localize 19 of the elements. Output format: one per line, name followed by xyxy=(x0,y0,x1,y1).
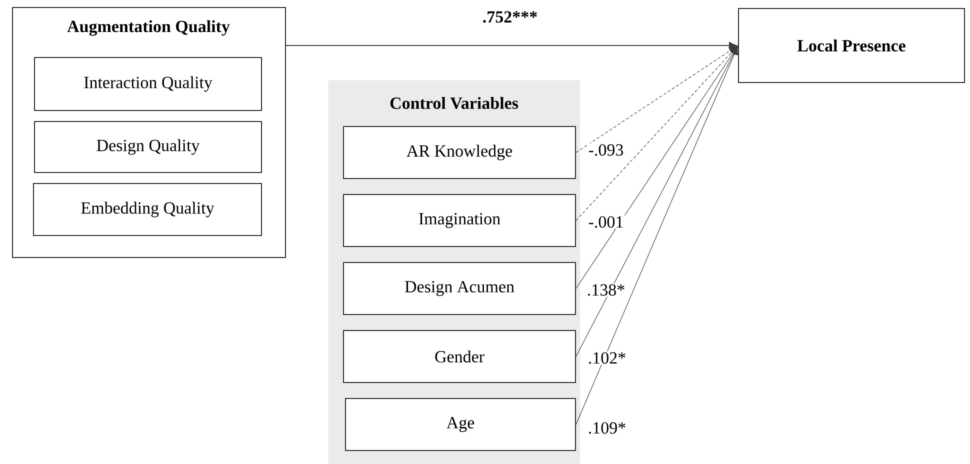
variable-box: Interaction Quality xyxy=(34,57,262,111)
variable-box: Imagination xyxy=(343,194,576,247)
variable-box: Gender xyxy=(343,330,576,383)
group-title: Augmentation Quality xyxy=(67,20,230,36)
group-title: Control Variables xyxy=(390,96,518,110)
variable-box: Design Acumen xyxy=(343,262,576,315)
variable-box: Design Quality xyxy=(34,121,262,173)
edge-label: -.001 xyxy=(587,215,625,229)
arrow xyxy=(576,46,738,425)
variable-box: Embedding Quality xyxy=(33,183,262,236)
edge-label: .138* xyxy=(586,283,626,297)
variable-box: Age xyxy=(345,398,576,451)
edge-label: .109* xyxy=(586,421,628,435)
edge-label: .102* xyxy=(586,351,628,365)
edge-label: -.093 xyxy=(587,143,625,157)
construct-box: Local Presence xyxy=(738,8,965,83)
arrow xyxy=(286,42,737,50)
edge-label: .752*** xyxy=(481,10,539,24)
variable-box: AR Knowledge xyxy=(343,126,576,179)
